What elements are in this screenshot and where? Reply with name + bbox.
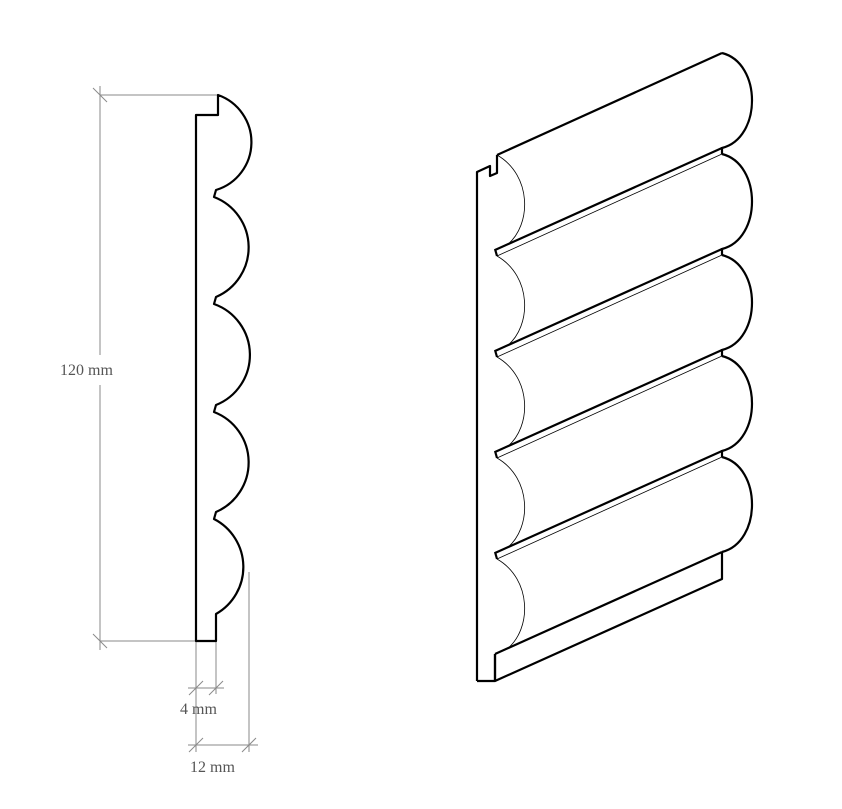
roll-left-end [496, 356, 525, 448]
roll-bottom-edge [494, 146, 723, 252]
tick-mark [92, 633, 108, 649]
roll-left-end [496, 154, 525, 246]
dimension-lines [92, 86, 258, 753]
tick-mark [188, 737, 204, 753]
roll-left-end [496, 255, 525, 347]
roll-bottom-edge [494, 348, 723, 454]
back-plate-edge [475, 155, 499, 681]
roll-right-end [721, 354, 753, 453]
roll-right-end [721, 152, 753, 251]
roll-left-end [496, 457, 525, 549]
profile-section [194, 93, 253, 643]
roll-right-end [721, 253, 753, 352]
roll-top-edge [496, 51, 723, 157]
groove-line [496, 456, 723, 560]
roll-bottom-edge [494, 449, 723, 555]
tick-mark [188, 680, 204, 696]
roll-right-end [721, 455, 753, 554]
roll-left-end [496, 558, 525, 650]
groove-left-edge [493, 349, 499, 358]
tick-mark [241, 737, 257, 753]
groove-line [496, 153, 723, 257]
groove-line [496, 254, 723, 358]
tick-mark [208, 680, 224, 696]
groove-left-edge [493, 248, 499, 257]
step-label: 4 mm [180, 701, 217, 718]
groove-line [496, 355, 723, 459]
isometric-panel [475, 51, 753, 683]
depth-label: 12 mm [190, 759, 235, 776]
roll-bottom-edge [494, 247, 723, 353]
tick-mark [92, 87, 108, 103]
height-label: 120 mm [60, 362, 113, 379]
plinth [477, 552, 724, 683]
groove-left-edge [493, 551, 499, 560]
roll-bottom-edge [494, 550, 723, 656]
roll-right-end [721, 51, 753, 150]
groove-left-edge [493, 450, 499, 459]
